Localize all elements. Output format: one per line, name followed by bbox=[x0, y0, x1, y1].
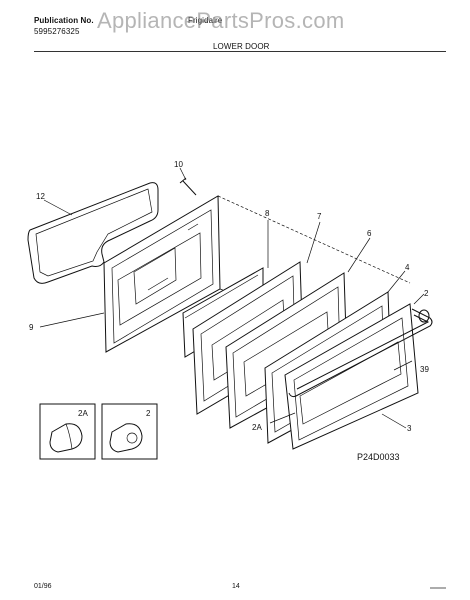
inset-label-2: 2 bbox=[146, 409, 151, 418]
leader-lines bbox=[39, 167, 425, 429]
inset-label-2A: 2A bbox=[78, 409, 88, 418]
inset-2A: 2A bbox=[39, 403, 96, 460]
inset-2: 2 bbox=[101, 403, 158, 460]
callouts: 12 10 8 7 6 4 2 9 39 2A 3 bbox=[29, 160, 429, 433]
publication-number: 5995276325 bbox=[34, 27, 80, 36]
inner-door-panel-part-9[interactable] bbox=[103, 195, 221, 353]
callout-3: 3 bbox=[407, 424, 412, 433]
publication-label: Publication No. bbox=[34, 16, 94, 25]
diagram-id: P24D0033 bbox=[357, 452, 400, 462]
watermark: AppliancePartsPros.com bbox=[97, 8, 345, 33]
footer-date: 01/96 bbox=[34, 583, 52, 590]
gasket-part-12[interactable] bbox=[27, 182, 159, 284]
footer-page-number: 14 bbox=[232, 583, 240, 590]
callout-9: 9 bbox=[29, 323, 34, 332]
callout-6: 6 bbox=[367, 229, 372, 238]
callout-12: 12 bbox=[36, 192, 45, 201]
outer-door-part-3[interactable] bbox=[284, 303, 419, 450]
callout-8: 8 bbox=[265, 209, 270, 218]
callout-10: 10 bbox=[174, 160, 183, 169]
screw-part-10[interactable] bbox=[179, 177, 197, 196]
callout-2A: 2A bbox=[252, 423, 262, 432]
brand-name: Frigidaire bbox=[188, 16, 223, 25]
callout-4: 4 bbox=[405, 263, 410, 272]
callout-39: 39 bbox=[420, 365, 429, 374]
callout-2: 2 bbox=[424, 289, 429, 298]
header-rule bbox=[34, 51, 446, 52]
section-title: LOWER DOOR bbox=[213, 42, 270, 51]
callout-7: 7 bbox=[317, 212, 322, 221]
handle-part-2[interactable] bbox=[288, 308, 433, 398]
